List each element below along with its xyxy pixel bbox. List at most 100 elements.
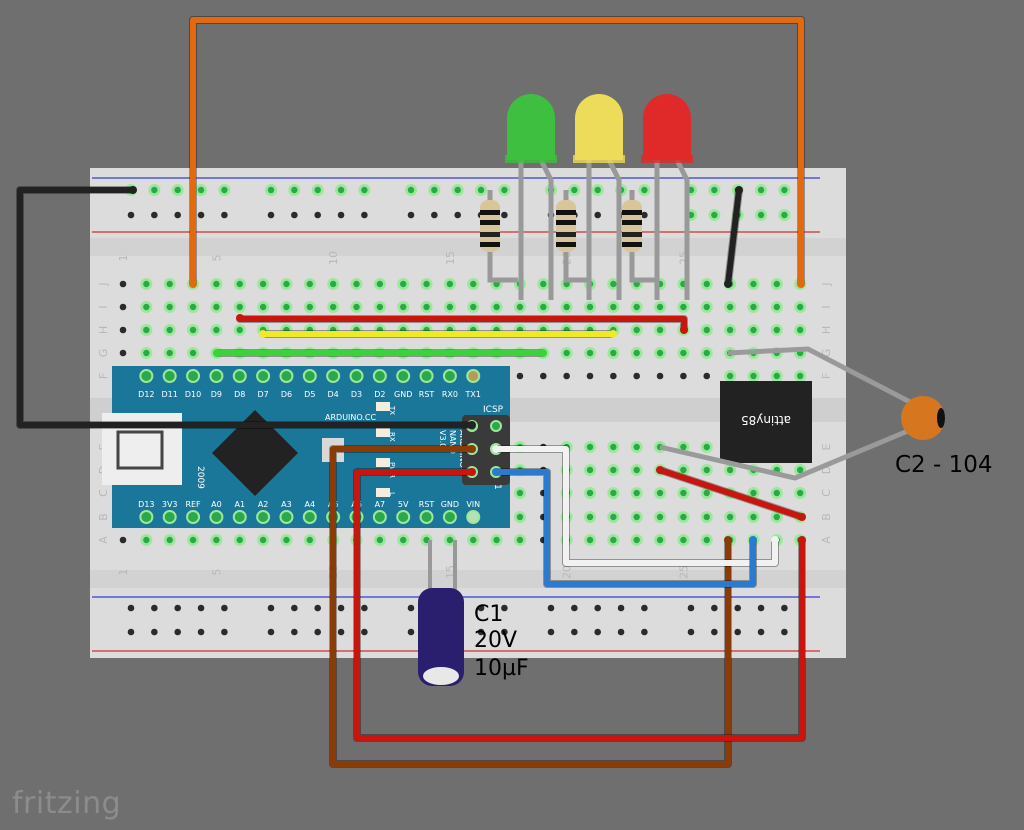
- arduino-pin-label: RST: [419, 390, 435, 399]
- c2-tip: [937, 408, 945, 428]
- breadboard-hole: [711, 604, 718, 612]
- breadboard-hole: [633, 349, 640, 357]
- breadboard-hole: [143, 280, 150, 288]
- c1-bottom: [423, 667, 459, 685]
- breadboard-hole: [501, 628, 508, 636]
- breadboard-hole: [314, 604, 322, 612]
- row-letter-right: A: [820, 536, 833, 544]
- column-number-bottom: 25: [677, 565, 690, 579]
- black-wire-rail-end: [735, 186, 743, 194]
- breadboard-hole: [773, 326, 780, 334]
- resistor-band: [622, 242, 642, 247]
- arduino-pin-d10: [186, 369, 201, 383]
- breadboard-hole: [540, 280, 547, 288]
- red-wire-row-h-end: [236, 314, 244, 322]
- icsp-pin: [490, 420, 502, 432]
- breadboard-hole: [641, 211, 648, 219]
- breadboard-hole: [633, 443, 640, 451]
- white-wire-end: [492, 445, 500, 453]
- onboard-led: [376, 402, 390, 411]
- breadboard-hole: [656, 513, 664, 521]
- arduino-pin-d2: [372, 369, 387, 383]
- arduino-pin-label: A4: [305, 500, 316, 509]
- breadboard-hole: [641, 628, 648, 636]
- arduino-pin-label: A3: [281, 500, 292, 509]
- arduino-pin-label: D2: [374, 390, 385, 399]
- breadboard-hole: [143, 303, 150, 311]
- breadboard-hole: [236, 326, 243, 334]
- breadboard-hole: [213, 303, 220, 311]
- arduino-pin-rst: [419, 510, 434, 524]
- breadboard-hole: [291, 604, 298, 612]
- yellow-wire-end: [609, 330, 617, 338]
- breadboard-hole: [431, 186, 438, 194]
- breadboard-hole: [610, 280, 617, 288]
- arduino-pin-label: RX0: [442, 390, 458, 399]
- onboard-led-label: L: [388, 492, 396, 496]
- onboard-led: [376, 488, 390, 497]
- breadboard-hole: [680, 303, 687, 311]
- breadboard-hole: [734, 628, 741, 636]
- breadboard-hole: [376, 303, 384, 311]
- breadboard-hole: [337, 604, 345, 612]
- breadboard-hole: [750, 303, 757, 311]
- onboard-led: [376, 458, 390, 467]
- arduino-pin-label: D11: [162, 390, 178, 399]
- breadboard-hole: [610, 513, 617, 521]
- row-letter-right: E: [820, 443, 833, 450]
- breadboard-hole: [174, 211, 181, 219]
- row-letter-right: F: [820, 373, 833, 379]
- breadboard-hole: [610, 349, 617, 357]
- breadboard-hole: [501, 186, 508, 194]
- breadboard-hole: [656, 372, 664, 380]
- arduino-pin-label: REF: [185, 500, 201, 509]
- arduino-pin-label: D3: [351, 390, 362, 399]
- breadboard-hole: [267, 211, 275, 219]
- green-wire-end: [539, 349, 547, 357]
- breadboard-hole: [563, 303, 570, 311]
- breadboard-hole: [781, 211, 788, 219]
- arduino-pin-label: D8: [234, 390, 245, 399]
- breadboard-hole: [407, 186, 415, 194]
- arduino-pin-label: RST: [419, 500, 435, 509]
- breadboard-hole: [361, 604, 368, 612]
- breadboard-hole: [337, 628, 345, 636]
- arduino-pin-label: 3V3: [162, 500, 178, 509]
- row-letter-right: I: [820, 305, 833, 308]
- breadboard-hole: [236, 303, 243, 311]
- breadboard-hole: [586, 536, 594, 544]
- breadboard-hole: [376, 536, 384, 544]
- arduino-pin-d9: [209, 369, 224, 383]
- row-letter-left: B: [97, 513, 110, 521]
- breadboard-hole: [586, 349, 594, 357]
- breadboard-hole: [166, 326, 173, 334]
- breadboard-hole: [143, 536, 150, 544]
- icsp-pin1-label: 1: [492, 484, 502, 490]
- breadboard-hole: [213, 280, 220, 288]
- c1-value: 10µF: [474, 656, 529, 681]
- breadboard-hole: [431, 211, 438, 219]
- breadboard-hole: [563, 349, 570, 357]
- breadboard-hole: [470, 280, 477, 288]
- breadboard-hole: [703, 349, 710, 357]
- breadboard-hole: [641, 604, 648, 612]
- c1-name: C1: [474, 602, 504, 627]
- breadboard-hole: [540, 372, 547, 380]
- breadboard-hole: [197, 604, 205, 612]
- breadboard-hole: [680, 349, 687, 357]
- c1-voltage: 20V: [474, 628, 518, 653]
- breadboard-hole: [213, 326, 220, 334]
- column-number-top: 5: [210, 255, 223, 262]
- breadboard-hole: [454, 211, 462, 219]
- breadboard-hole: [174, 604, 181, 612]
- breadboard-hole: [633, 513, 640, 521]
- breadboard-hole: [781, 604, 788, 612]
- breadboard-hole: [283, 536, 290, 544]
- breadboard-hole: [711, 211, 718, 219]
- row-letter-right: G: [820, 349, 833, 358]
- breadboard-hole: [376, 280, 384, 288]
- breadboard-hole: [571, 186, 578, 194]
- breadboard-hole: [221, 186, 228, 194]
- breadboard-hole: [617, 604, 625, 612]
